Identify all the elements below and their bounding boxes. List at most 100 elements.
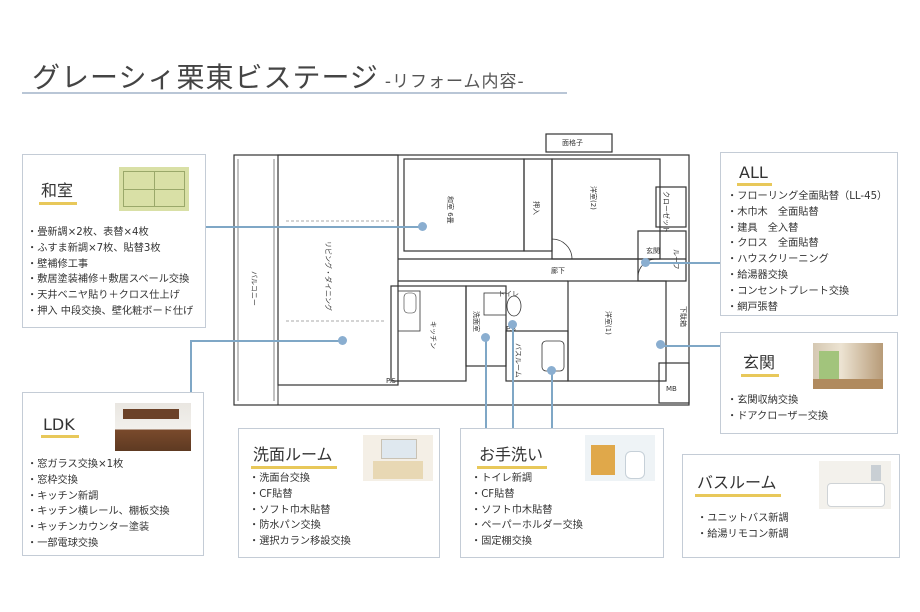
list-item: 木巾木 全面貼替 xyxy=(727,205,887,221)
ldk-panel: LDK 窓ガラス交換×1枚 窓枠交換 キッチン新調 キッチン横レール、棚板交換 … xyxy=(22,392,204,556)
marker-senmen xyxy=(481,333,490,342)
connector-bath xyxy=(551,370,553,454)
list-item: 給湯器交換 xyxy=(727,268,887,284)
title-underline xyxy=(22,92,567,94)
ps2-plan-label: P.S xyxy=(506,325,516,333)
tatami-image xyxy=(119,167,189,211)
list-item: フローリング全面貼替（LL-45） xyxy=(727,189,887,205)
list-item: ドアクローザー交換 xyxy=(727,409,828,425)
list-item: 窓ガラス交換×1枚 xyxy=(27,457,170,473)
mb-plan-label: MB xyxy=(666,385,677,393)
list-item: 固定棚交換 xyxy=(471,534,583,550)
all-title: ALL xyxy=(737,163,772,186)
list-item: 玄関収納交換 xyxy=(727,393,828,409)
balcony-label: バルコニー xyxy=(250,271,258,306)
list-item: トイレ新調 xyxy=(471,471,583,487)
toilet-plan-label: トイレ xyxy=(498,290,519,298)
washitsu-panel: 和室 畳新調×2枚、表替×4枚 ふすま新調×7枚、貼替3枚 壁補修工事 敷居塗装… xyxy=(22,154,206,328)
ldk-plan-label: リビング・ダイニング xyxy=(324,241,333,311)
connector-ldk-h xyxy=(190,340,342,342)
list-item: 窓枠交換 xyxy=(27,473,170,489)
connector-otearai xyxy=(512,324,514,428)
washbasin-image xyxy=(363,435,433,481)
connector-washitsu xyxy=(206,226,422,228)
floor-plan: バルコニー リビング・ダイニング 和室 6畳 押入 洋室(2) 洋室(1) キッ… xyxy=(233,133,690,406)
kitchen-plan-label: キッチン xyxy=(429,321,437,349)
marker-bath xyxy=(547,366,556,375)
page-title: グレーシィ栗東ビステージ-リフォーム内容- xyxy=(32,56,525,96)
washitsu-plan-label: 和室 6畳 xyxy=(446,196,455,224)
bath-list: ユニットバス新調 給湯リモコン新調 xyxy=(697,511,789,543)
ldk-title: LDK xyxy=(41,415,79,438)
genkan-panel: 玄関 玄関収納交換 ドアクローザー交換 xyxy=(720,332,898,434)
connector-ldk-v xyxy=(190,340,192,392)
list-item: 選択カラン移設交換 xyxy=(249,534,351,550)
list-item: ふすま新調×7枚、貼替3枚 xyxy=(27,241,193,257)
otearai-list: トイレ新調 CF貼替 ソフト巾木貼替 ペーパーホルダー交換 固定棚交換 xyxy=(471,471,583,550)
list-item: 天井ベニヤ貼り＋クロス仕上げ xyxy=(27,288,193,304)
list-item: 給湯リモコン新調 xyxy=(697,527,789,543)
all-panel: ALL フローリング全面貼替（LL-45） 木巾木 全面貼替 建具 全入替 クロ… xyxy=(720,152,898,316)
toilet-image xyxy=(585,435,655,481)
bath-plan-label: バスルーム xyxy=(514,343,522,378)
list-item: ユニットバス新調 xyxy=(697,511,789,527)
marker-genkan xyxy=(656,340,665,349)
bath-panel: バスルーム ユニットバス新調 給湯リモコン新調 xyxy=(682,454,900,558)
list-item: 壁補修工事 xyxy=(27,257,193,273)
bath-title: バスルーム xyxy=(695,469,781,497)
genkan-list: 玄関収納交換 ドアクローザー交換 xyxy=(727,393,828,425)
ldk-list: 窓ガラス交換×1枚 窓枠交換 キッチン新調 キッチン横レール、棚板交換 キッチン… xyxy=(27,457,170,552)
senmen-plan-label: 洗面室 xyxy=(472,311,481,332)
list-item: 押入 中段交換、壁化粧ボード仕げ xyxy=(27,304,193,320)
genkan-title: 玄関 xyxy=(741,349,780,377)
marker-washitsu xyxy=(418,222,427,231)
all-list: フローリング全面貼替（LL-45） 木巾木 全面貼替 建具 全入替 クロス 全面… xyxy=(727,189,887,315)
senmen-panel: 洗面ルーム 洗面台交換 CF貼替 ソフト巾木貼替 防水パン交換 選択カラン移設交… xyxy=(238,428,440,558)
marker-all xyxy=(641,258,650,267)
list-item: コンセントプレート交換 xyxy=(727,284,887,300)
oshiire-plan-label: 押入 xyxy=(532,201,541,215)
rouka-plan-label: 廊下 xyxy=(551,266,565,275)
list-item: 敷居塗装補修＋敷居スベール交換 xyxy=(27,272,193,288)
connector-genkan xyxy=(660,345,720,347)
youshitsu2-plan-label: 洋室(2) xyxy=(589,186,598,210)
list-item: キッチン新調 xyxy=(27,489,170,505)
kitchen-image xyxy=(115,403,191,451)
genkan-plan-label: 玄関 xyxy=(646,246,660,255)
bathroom-image xyxy=(819,461,891,509)
list-item: CF貼替 xyxy=(249,487,351,503)
washitsu-list: 畳新調×2枚、表替×4枚 ふすま新調×7枚、貼替3枚 壁補修工事 敷居塗装補修＋… xyxy=(27,225,193,320)
list-item: 一部電球交換 xyxy=(27,536,170,552)
list-item: キッチン横レール、棚板交換 xyxy=(27,504,169,520)
list-item: キッチンカウンター塗装 xyxy=(27,520,170,536)
list-item: 網戸張替 xyxy=(727,300,887,316)
window-frame-label: 面格子 xyxy=(562,138,583,147)
list-item: クロス 全面貼替 xyxy=(727,236,887,252)
list-item: 建具 全入替 xyxy=(727,221,887,237)
list-item: CF貼替 xyxy=(471,487,583,503)
list-item: 洗面台交換 xyxy=(249,471,351,487)
senmen-title: 洗面ルーム xyxy=(251,441,337,469)
list-item: ペーパーホルダー交換 xyxy=(471,518,583,534)
marker-ldk xyxy=(338,336,347,345)
list-item: ハウスクリーニング xyxy=(727,252,887,268)
connector-all xyxy=(646,262,720,264)
entrance-image xyxy=(813,343,883,389)
shoes-plan-label: 下駄箱 xyxy=(679,306,688,327)
roof-plan-label: ルーフ xyxy=(672,249,680,270)
otearai-title: お手洗い xyxy=(477,441,548,469)
closet-plan-label: クローゼット xyxy=(662,191,671,233)
youshitsu1-plan-label: 洋室(1) xyxy=(604,311,613,335)
otearai-panel: お手洗い トイレ新調 CF貼替 ソフト巾木貼替 ペーパーホルダー交換 固定棚交換 xyxy=(460,428,664,558)
washitsu-title: 和室 xyxy=(39,177,78,205)
ps-plan-label: P.S xyxy=(386,377,396,385)
marker-otearai xyxy=(508,320,517,329)
page-subtitle: -リフォーム内容- xyxy=(384,72,525,92)
list-item: 防水パン交換 xyxy=(249,518,351,534)
list-item: ソフト巾木貼替 xyxy=(471,503,583,519)
senmen-list: 洗面台交換 CF貼替 ソフト巾木貼替 防水パン交換 選択カラン移設交換 xyxy=(249,471,351,550)
page-title-main: グレーシィ栗東ビステージ xyxy=(32,61,379,94)
list-item: ソフト巾木貼替 xyxy=(249,503,351,519)
connector-senmen xyxy=(485,338,487,428)
list-item: 畳新調×2枚、表替×4枚 xyxy=(27,225,193,241)
